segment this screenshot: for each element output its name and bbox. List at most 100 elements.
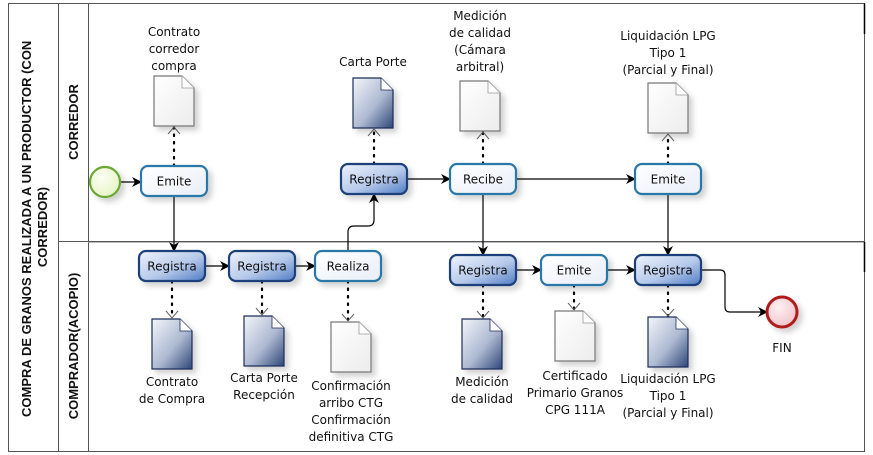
task-label: Registra (349, 173, 398, 187)
document-label-line: Confirmación (311, 379, 391, 393)
task-box[interactable] (227, 249, 297, 283)
sequence-flows (120, 174, 768, 317)
document-label-line: Medición (453, 9, 507, 23)
association-arrow-icon (661, 133, 675, 142)
document-icon (352, 77, 394, 129)
document-d2[interactable]: Carta Porte (339, 55, 407, 129)
task-label: Registra (643, 264, 692, 278)
document-label-line: Contrato (148, 25, 200, 39)
task-box[interactable] (137, 249, 207, 283)
task-box[interactable] (313, 249, 383, 283)
task-box[interactable] (448, 253, 518, 287)
task-t9[interactable]: Emite (539, 253, 609, 287)
document-label-line: Liquidación LPG (620, 29, 715, 43)
task-label: Emite (557, 264, 592, 278)
document-label-line: (Parcial y Final) (622, 63, 713, 77)
task-box[interactable] (633, 162, 703, 196)
sequence-flow-t10-end[interactable] (701, 269, 768, 317)
document-label-line: CPG 111A (545, 403, 606, 417)
task-label: Registra (147, 260, 196, 274)
task-t4[interactable]: Emite (633, 162, 703, 196)
task-label: Recibe (463, 173, 503, 187)
task-t5[interactable]: Registra (137, 249, 207, 283)
task-label: Emite (651, 173, 686, 187)
task-t8[interactable]: Registra (448, 253, 518, 287)
task-t10[interactable]: Registra (633, 253, 703, 287)
document-icon (459, 80, 501, 132)
association-arrow-icon (567, 302, 581, 311)
document-fold (179, 319, 192, 332)
document-label-line: Carta Porte (230, 371, 298, 385)
task-label: Realiza (327, 260, 370, 274)
association-arrow-icon (341, 313, 355, 322)
association-arrow-icon (476, 310, 490, 319)
sequence-flow-t7-t2[interactable] (347, 193, 379, 251)
task-box[interactable] (539, 253, 609, 287)
task-t6[interactable]: Registra (227, 249, 297, 283)
task-t2[interactable]: Registra (339, 162, 409, 196)
task-t7[interactable]: Realiza (313, 249, 383, 283)
pool-title-line-2: CORREDOR) (35, 187, 50, 267)
pool: COMPRA DE GRANOS REALIZADA A UN PRODUCTO… (8, 3, 866, 452)
document-fold (487, 81, 500, 94)
document-label-line: (Parcial y Final) (622, 406, 713, 420)
task-label: Registra (458, 264, 507, 278)
task-t1[interactable]: Emite (139, 164, 209, 198)
document-icon (554, 310, 596, 362)
document-d4[interactable]: Liquidación LPG Tipo 1 (Parcial y Final) (620, 29, 716, 134)
document-icon (151, 318, 193, 370)
lane-title-corredor: CORREDOR (66, 83, 81, 159)
task-label: Emite (157, 175, 192, 189)
document-label: Liquidación LPG Tipo 1 (Parcial y Final) (620, 29, 715, 77)
document-fold (380, 78, 393, 91)
task-box[interactable] (448, 162, 518, 196)
document-icon (461, 318, 503, 370)
task-box[interactable] (633, 253, 703, 287)
document-fold (675, 317, 688, 330)
document-icon (153, 75, 195, 127)
document-fold (271, 316, 284, 329)
document-label-line: Tipo 1 (649, 46, 687, 60)
task-box[interactable] (139, 164, 209, 198)
document-label-line: Certificado (542, 369, 607, 383)
document-fold (358, 322, 371, 335)
document-label-line: de calidad (449, 26, 511, 40)
events: FIN (88, 165, 799, 355)
pool-border (8, 3, 865, 452)
task-box[interactable] (339, 162, 409, 196)
document-fold (675, 83, 688, 96)
end-event[interactable] (765, 295, 799, 329)
start-event[interactable] (88, 165, 122, 199)
document-icon (243, 315, 285, 367)
document-label-line: Contrato (146, 375, 198, 389)
association-arrow-icon (165, 310, 179, 319)
task-label: Registra (237, 260, 286, 274)
document-label-line: Confirmación (311, 413, 391, 427)
association-arrow-icon (476, 131, 490, 140)
document-icon (647, 82, 689, 134)
document-label-line: Medición (455, 375, 509, 389)
document-label-line: Primario Granos (527, 386, 624, 400)
association-arrow-icon (661, 308, 675, 317)
task-t3[interactable]: Recibe (448, 162, 518, 196)
pool-title-line-1: COMPRA DE GRANOS REALIZADA A UN PRODUCTO… (19, 41, 34, 417)
document-icon (330, 321, 372, 373)
document-label-line: definitiva CTG (309, 430, 394, 444)
pool-title: COMPRA DE GRANOS REALIZADA A UN PRODUCTO… (19, 37, 50, 417)
association-arrow-icon (255, 307, 269, 316)
